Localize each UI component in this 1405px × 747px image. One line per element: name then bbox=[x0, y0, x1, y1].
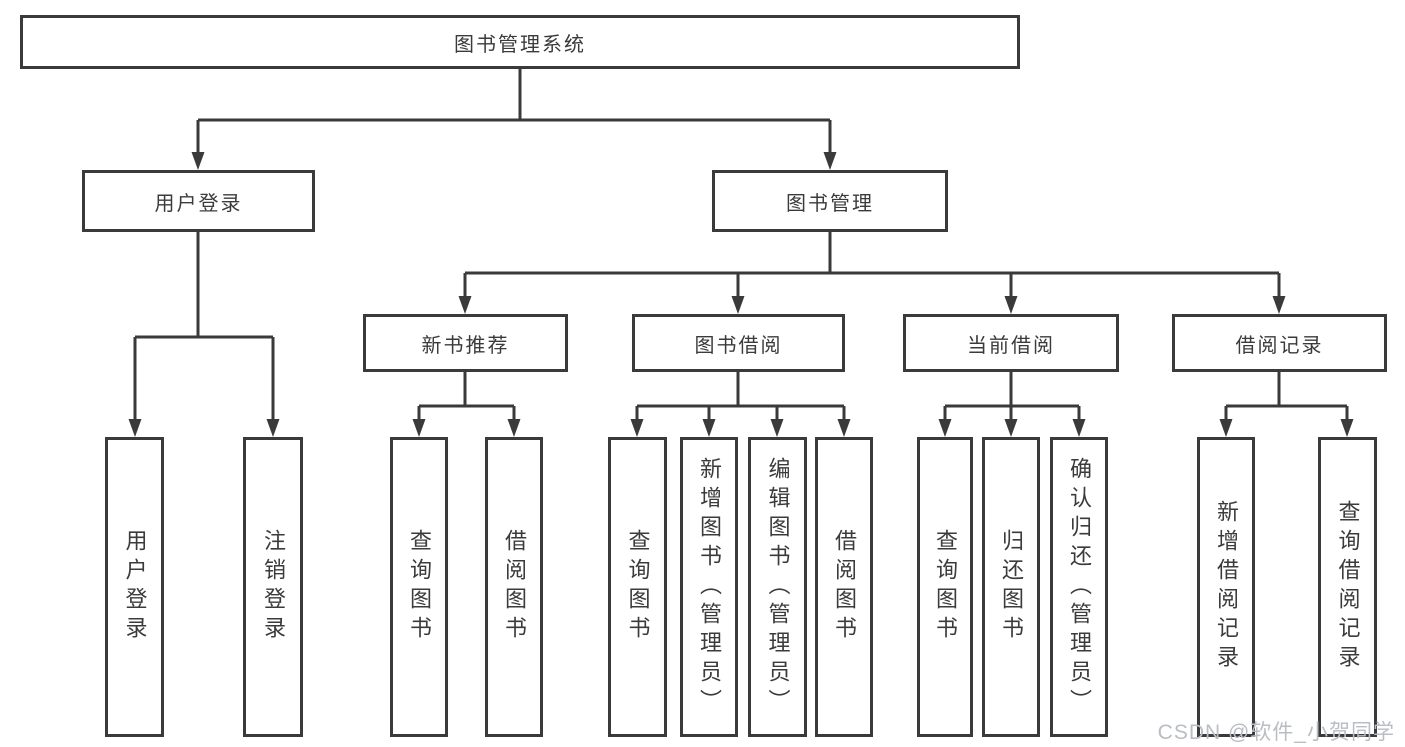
leaf-edit-books-admin: 编辑图书（管理员） bbox=[748, 437, 807, 737]
leaf-user-login: 用户登录 bbox=[105, 437, 164, 737]
node-new-book-recommend: 新书推荐 bbox=[363, 314, 568, 372]
connector-root-to-level1 bbox=[191, 68, 837, 170]
connector-borrow-records-to-leaves bbox=[1219, 372, 1354, 437]
leaf-query-borrow-record: 查询借阅记录 bbox=[1318, 437, 1377, 737]
node-user-login-branch: 用户登录 bbox=[82, 170, 315, 232]
leaf-add-books-admin: 新增图书（管理员） bbox=[680, 437, 738, 737]
node-root-library-system: 图书管理系统 bbox=[20, 15, 1020, 69]
connector-book-management-to-level2 bbox=[458, 232, 1286, 314]
connector-new-book-recommend-to-leaves bbox=[412, 372, 521, 437]
leaf-query-books-current: 查询图书 bbox=[917, 437, 973, 737]
leaf-query-books-borrow: 查询图书 bbox=[608, 437, 667, 737]
connector-user-login-to-leaves bbox=[128, 232, 280, 437]
connector-current-borrow-to-leaves bbox=[938, 372, 1086, 437]
leaf-confirm-return-admin: 确认归还（管理员） bbox=[1050, 437, 1108, 737]
leaf-borrow-books-recommend: 借阅图书 bbox=[485, 437, 543, 737]
leaf-borrow-books: 借阅图书 bbox=[815, 437, 873, 737]
csdn-watermark: CSDN @软件_小贺同学 bbox=[1157, 721, 1395, 744]
node-book-management-branch: 图书管理 bbox=[712, 170, 948, 232]
node-book-borrow: 图书借阅 bbox=[632, 314, 845, 372]
leaf-query-books-recommend: 查询图书 bbox=[390, 437, 448, 737]
leaf-return-books: 归还图书 bbox=[982, 437, 1040, 737]
node-current-borrow: 当前借阅 bbox=[903, 314, 1119, 372]
leaf-logout: 注销登录 bbox=[243, 437, 303, 737]
leaf-add-borrow-record: 新增借阅记录 bbox=[1197, 437, 1255, 737]
node-borrow-records: 借阅记录 bbox=[1172, 314, 1387, 372]
connector-book-borrow-to-leaves bbox=[630, 372, 851, 437]
